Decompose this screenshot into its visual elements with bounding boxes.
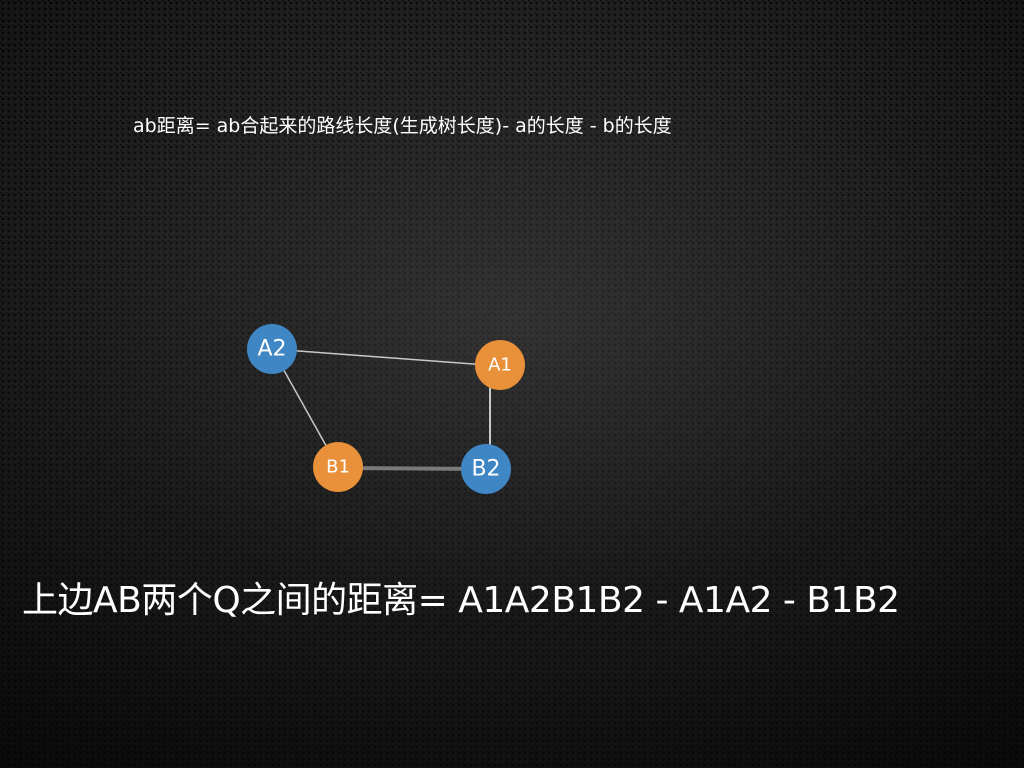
node-a1: A1 xyxy=(475,340,525,390)
node-b2: B2 xyxy=(461,444,511,494)
formula-subtitle: ab距离= ab合起来的路线长度(生成树长度)- a的长度 - b的长度 xyxy=(133,115,672,137)
node-b2-label: B2 xyxy=(471,457,500,482)
node-b1-circle xyxy=(313,442,363,492)
node-a2: A2 xyxy=(247,324,297,374)
edge-a2-a1 xyxy=(271,348,501,367)
node-a2-label: A2 xyxy=(257,337,286,362)
node-a2-circle xyxy=(247,324,297,374)
node-b2-circle xyxy=(461,444,511,494)
node-a1-label: A1 xyxy=(488,355,512,376)
node-b1-label: B1 xyxy=(326,457,350,478)
node-b1: B1 xyxy=(313,442,363,492)
distance-caption: 上边AB两个Q之间的距离= A1A2B1B2 - A1A2 - B1B2 xyxy=(22,580,900,621)
node-a1-circle xyxy=(475,340,525,390)
